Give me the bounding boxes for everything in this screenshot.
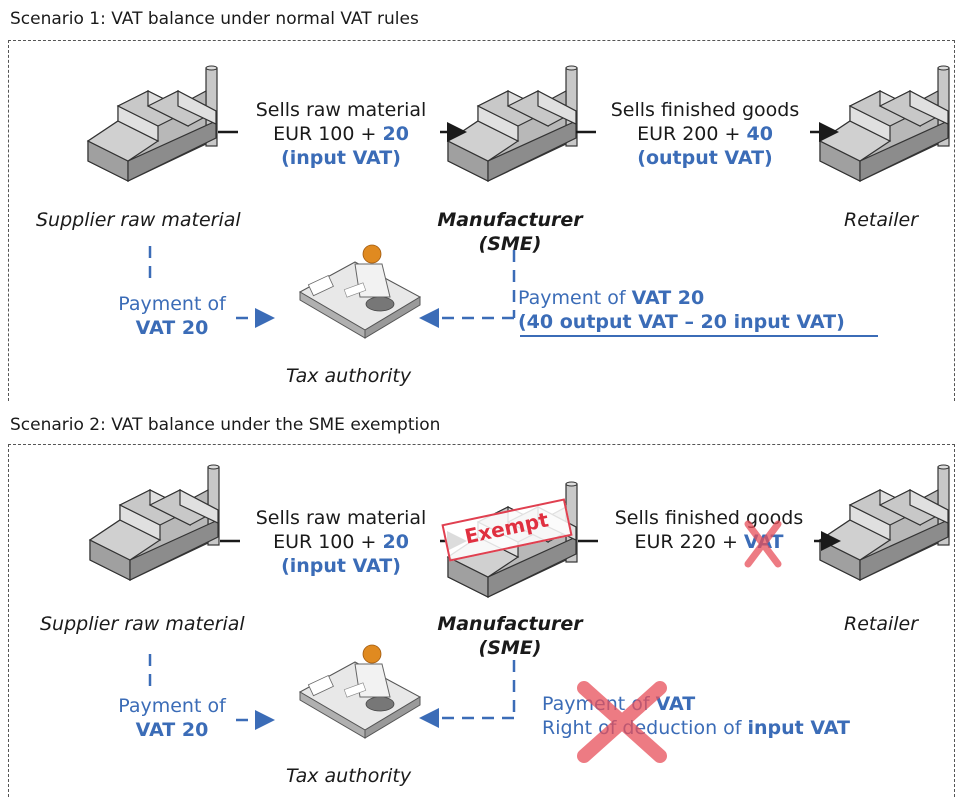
supplier-factory-icon — [89, 464, 220, 581]
s2-retailer-label: Retailer — [844, 613, 919, 635]
s1-retailer-label: Retailer — [844, 209, 919, 231]
s1-supplier-payment: Payment of VAT 20 — [118, 293, 226, 339]
s2-crossed-payment: Payment of VAT Right of deduction of inp… — [542, 693, 850, 739]
s2-supplier-label: Supplier raw material — [40, 613, 245, 635]
s1-tax-authority-label: Tax authority — [286, 365, 412, 387]
scenario2-title: Scenario 2: VAT balance under the SME ex… — [10, 415, 441, 435]
s1-manufacturer-payment: Payment of VAT 20 (40 output VAT – 20 in… — [518, 287, 845, 333]
tax-officer-icon — [299, 644, 421, 739]
s2-tax-authority-label: Tax authority — [286, 765, 412, 787]
s1-supplier-label: Supplier raw material — [36, 209, 241, 231]
s2-supplier-payment: Payment of VAT 20 — [118, 695, 226, 741]
retailer-factory-icon — [819, 464, 950, 581]
supplier-factory-icon — [87, 65, 218, 182]
retailer-factory-icon — [819, 65, 950, 182]
s1-manufacturer-label: Manufacturer (SME) — [437, 209, 583, 255]
scenario1-title: Scenario 1: VAT balance under normal VAT… — [10, 9, 419, 29]
s2-sale2-label: Sells finished goods EUR 220 + VAT — [614, 507, 804, 553]
s2-manufacturer-label: Manufacturer (SME) — [437, 613, 583, 659]
s1-sale1-label: Sells raw material EUR 100 + 20 (input V… — [255, 99, 427, 169]
manufacturer-factory-icon — [447, 65, 578, 182]
s2-sale1-label: Sells raw material EUR 100 + 20 (input V… — [255, 507, 427, 577]
tax-officer-icon — [299, 244, 421, 339]
s1-sale2-label: Sells finished goods EUR 200 + 40 (outpu… — [610, 99, 800, 169]
